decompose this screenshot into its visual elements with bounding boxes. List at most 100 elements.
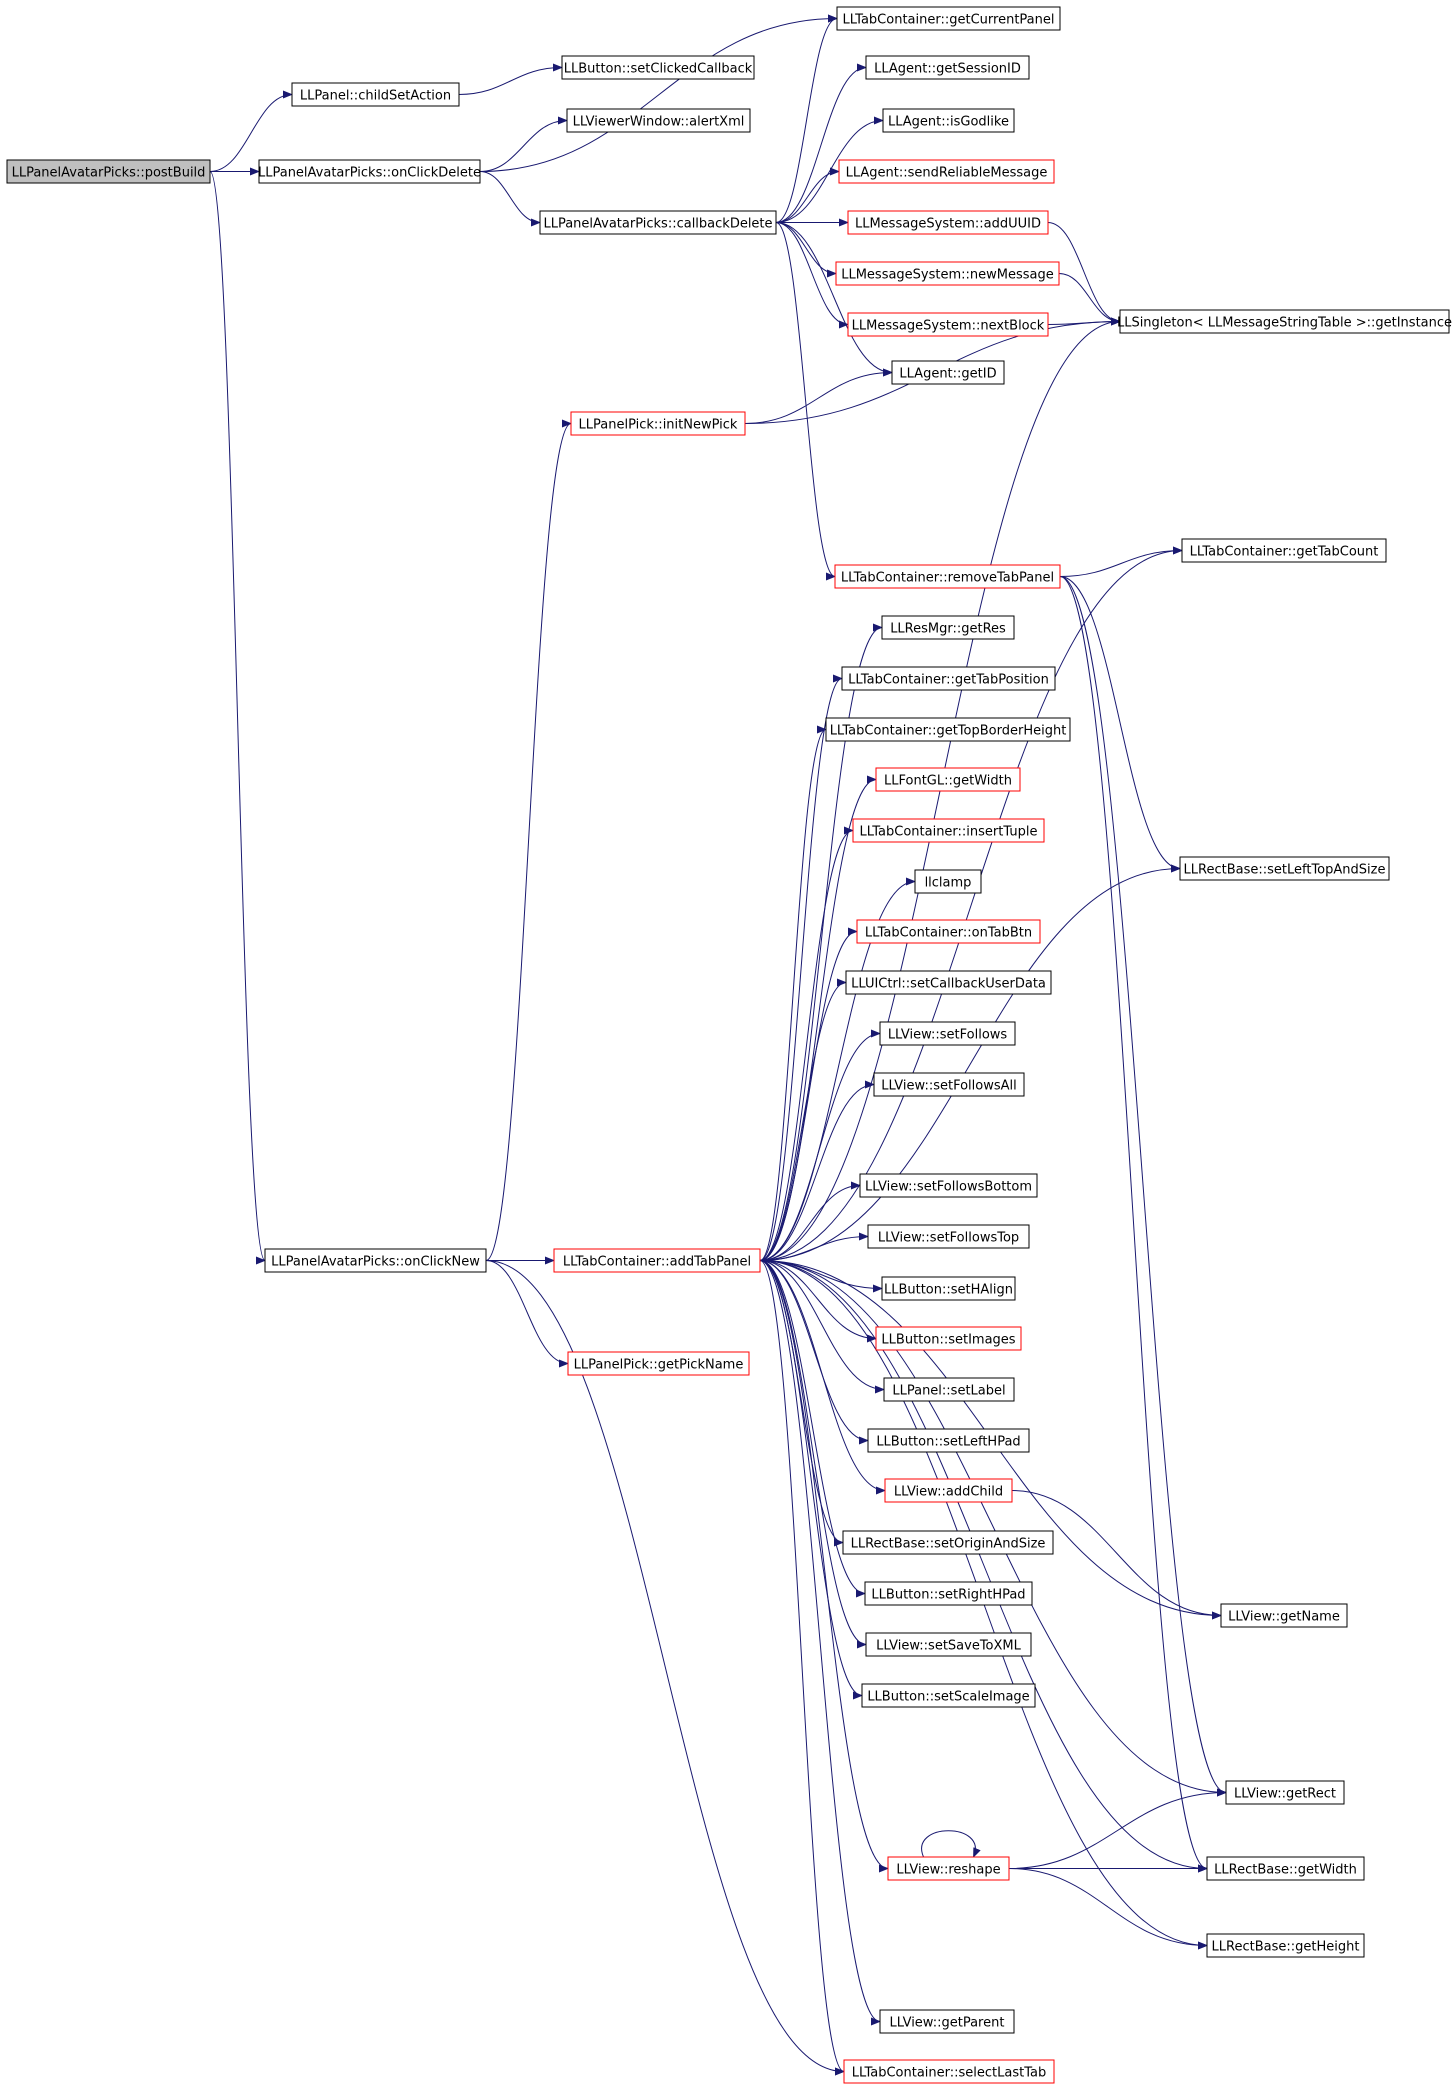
node-setRightHPad[interactable]: LLButton::setRightHPad bbox=[864, 1581, 1033, 1606]
node-addChild[interactable]: LLView::addChild bbox=[884, 1478, 1013, 1503]
node-getPickName[interactable]: LLPanelPick::getPickName bbox=[567, 1351, 750, 1376]
node-label: LLRectBase::setLeftTopAndSize bbox=[1184, 863, 1386, 878]
edge-callbackDelete-to-nextBlock bbox=[775, 222, 849, 329]
node-box bbox=[838, 159, 1055, 184]
node-isGodlike[interactable]: LLAgent::isGodlike bbox=[882, 108, 1015, 133]
node-box bbox=[883, 1377, 1015, 1402]
node-onTabBtn[interactable]: LLTabContainer::onTabBtn bbox=[856, 919, 1041, 944]
node-getSessionID[interactable]: LLAgent::getSessionID bbox=[865, 55, 1030, 80]
node-label: LLPanelPick::getPickName bbox=[574, 1358, 744, 1373]
node-box bbox=[553, 1248, 761, 1273]
node-setFollowsAll[interactable]: LLView::setFollowsAll bbox=[873, 1072, 1025, 1097]
node-getTopBorderHeight[interactable]: LLTabContainer::getTopBorderHeight bbox=[825, 717, 1071, 742]
node-box bbox=[842, 1530, 1054, 1555]
node-setLabel[interactable]: LLPanel::setLabel bbox=[883, 1377, 1015, 1402]
edge-addTabPanel-to-setScaleImage bbox=[759, 1260, 863, 1700]
node-setLeftHPad[interactable]: LLButton::setLeftHPad bbox=[867, 1428, 1030, 1453]
node-box bbox=[879, 1021, 1016, 1046]
node-alertXml[interactable]: LLViewerWindow::alertXml bbox=[566, 108, 751, 133]
node-sendReliableMessage[interactable]: LLAgent::sendReliableMessage bbox=[838, 159, 1055, 184]
node-fontGetWidth[interactable]: LLFontGL::getWidth bbox=[875, 767, 1021, 792]
node-onClickDelete[interactable]: LLPanelAvatarPicks::onClickDelete bbox=[258, 159, 481, 184]
node-getCurrentPanel[interactable]: LLTabContainer::getCurrentPanel bbox=[836, 6, 1061, 31]
node-addTabPanel[interactable]: LLTabContainer::addTabPanel bbox=[553, 1248, 761, 1273]
node-newMessage[interactable]: LLMessageSystem::newMessage bbox=[835, 261, 1060, 286]
node-setScaleImage[interactable]: LLButton::setScaleImage bbox=[861, 1683, 1036, 1708]
edge-initNewPick-to-getID bbox=[744, 368, 893, 424]
node-setSaveToXML[interactable]: LLView::setSaveToXML bbox=[865, 1632, 1032, 1657]
node-setHAlign[interactable]: LLButton::setHAlign bbox=[881, 1276, 1016, 1301]
node-label: LLRectBase::getHeight bbox=[1212, 1940, 1360, 1955]
edge-addUUID-to-getInstance bbox=[1047, 222, 1121, 326]
node-label: LLTabContainer::selectLastTab bbox=[852, 2066, 1046, 2081]
node-setLeftTopAndSize[interactable]: LLRectBase::setLeftTopAndSize bbox=[1179, 856, 1390, 881]
node-label: LLView::setFollowsTop bbox=[878, 1231, 1019, 1246]
node-label: LLPanelPick::initNewPick bbox=[579, 418, 738, 433]
node-label: LLPanelAvatarPicks::callbackDelete bbox=[543, 217, 772, 232]
node-onClickNew[interactable]: LLPanelAvatarPicks::onClickNew bbox=[264, 1248, 487, 1273]
node-label: LLAgent::getID bbox=[899, 367, 996, 382]
edge-removeTabPanel-to-rectGetWidth bbox=[1059, 576, 1208, 1873]
node-box bbox=[859, 1173, 1038, 1198]
edge-addTabPanel-to-getTopBorderHeight bbox=[759, 725, 827, 1261]
node-insertTuple[interactable]: LLTabContainer::insertTuple bbox=[852, 818, 1045, 843]
node-box bbox=[1206, 1856, 1365, 1881]
edge-removeTabPanel-to-setLeftTopAndSize bbox=[1059, 576, 1181, 873]
node-getID[interactable]: LLAgent::getID bbox=[891, 360, 1005, 385]
node-selectLastTab[interactable]: LLTabContainer::selectLastTab bbox=[843, 2059, 1055, 2084]
edge-addTabPanel-to-setFollowsAll bbox=[759, 1080, 875, 1261]
node-nextBlock[interactable]: LLMessageSystem::nextBlock bbox=[847, 312, 1049, 337]
node-getName[interactable]: LLView::getName bbox=[1220, 1603, 1348, 1628]
edge-callbackDelete-to-getCurrentPanel bbox=[775, 14, 838, 223]
node-setImages[interactable]: LLButton::setImages bbox=[875, 1326, 1022, 1351]
edge-addTabPanel-to-setFollows bbox=[759, 1029, 881, 1261]
node-label: LLFontGL::getWidth bbox=[884, 774, 1012, 789]
node-box bbox=[1179, 856, 1390, 881]
node-label: LLSingleton< LLMessageStringTable >::get… bbox=[1117, 316, 1452, 331]
node-label: LLTabContainer::onTabBtn bbox=[865, 926, 1032, 941]
node-setFollowsTop[interactable]: LLView::setFollowsTop bbox=[867, 1224, 1030, 1249]
node-getHeight[interactable]: LLRectBase::getHeight bbox=[1206, 1933, 1365, 1958]
node-box bbox=[867, 1224, 1030, 1249]
node-setCallbackUserData[interactable]: LLUICtrl::setCallbackUserData bbox=[845, 970, 1052, 995]
node-setFollows[interactable]: LLView::setFollows bbox=[879, 1021, 1016, 1046]
node-llclamp[interactable]: llclamp bbox=[914, 869, 982, 894]
node-box bbox=[836, 6, 1061, 31]
node-box bbox=[567, 1351, 750, 1376]
node-box bbox=[847, 312, 1049, 337]
edge-callbackDelete-to-sendReliableMessage bbox=[775, 167, 840, 223]
node-label: LLTabContainer::getTopBorderHeight bbox=[830, 724, 1067, 739]
node-label: LLButton::setImages bbox=[881, 1333, 1015, 1348]
node-setFollowsBottom[interactable]: LLView::setFollowsBottom bbox=[859, 1173, 1038, 1198]
node-addUUID[interactable]: LLMessageSystem::addUUID bbox=[847, 210, 1049, 235]
node-reshape[interactable]: LLView::reshape bbox=[887, 1856, 1010, 1881]
node-setOriginAndSize[interactable]: LLRectBase::setOriginAndSize bbox=[842, 1530, 1054, 1555]
node-removeTabPanel[interactable]: LLTabContainer::removeTabPanel bbox=[834, 564, 1061, 589]
node-label: LLMessageSystem::addUUID bbox=[855, 217, 1041, 232]
node-box bbox=[1220, 1603, 1348, 1628]
node-postBuild[interactable]: LLPanelAvatarPicks::postBuild bbox=[6, 159, 211, 184]
node-box bbox=[834, 564, 1061, 589]
node-childSetAction[interactable]: LLPanel::childSetAction bbox=[291, 82, 460, 107]
node-label: LLTabContainer::getTabPosition bbox=[848, 673, 1049, 688]
node-label: LLMessageSystem::nextBlock bbox=[852, 319, 1045, 334]
node-getTabPosition[interactable]: LLTabContainer::getTabPosition bbox=[841, 666, 1056, 691]
edge-addTabPanel-to-getRes bbox=[759, 623, 883, 1261]
node-rectGetWidth[interactable]: LLRectBase::getWidth bbox=[1206, 1856, 1365, 1881]
node-label: LLView::getRect bbox=[1234, 1787, 1336, 1802]
node-getInstance[interactable]: LLSingleton< LLMessageStringTable >::get… bbox=[1117, 309, 1452, 334]
node-box bbox=[843, 2059, 1055, 2084]
node-getRect[interactable]: LLView::getRect bbox=[1225, 1780, 1345, 1805]
node-label: LLTabContainer::removeTabPanel bbox=[841, 571, 1054, 586]
node-getTabCount[interactable]: LLTabContainer::getTabCount bbox=[1181, 538, 1387, 563]
edge-onClickNew-to-getPickName bbox=[485, 1260, 569, 1368]
node-callbackDelete[interactable]: LLPanelAvatarPicks::callbackDelete bbox=[539, 210, 777, 235]
node-label: LLAgent::getSessionID bbox=[874, 62, 1021, 77]
node-initNewPick[interactable]: LLPanelPick::initNewPick bbox=[570, 411, 746, 436]
node-setClickedCallback[interactable]: LLButton::setClickedCallback bbox=[561, 55, 755, 80]
node-getParent[interactable]: LLView::getParent bbox=[879, 2009, 1015, 2034]
node-box bbox=[825, 717, 1071, 742]
node-getRes[interactable]: LLResMgr::getRes bbox=[881, 615, 1015, 640]
node-box bbox=[887, 1856, 1010, 1881]
node-box bbox=[6, 159, 211, 184]
